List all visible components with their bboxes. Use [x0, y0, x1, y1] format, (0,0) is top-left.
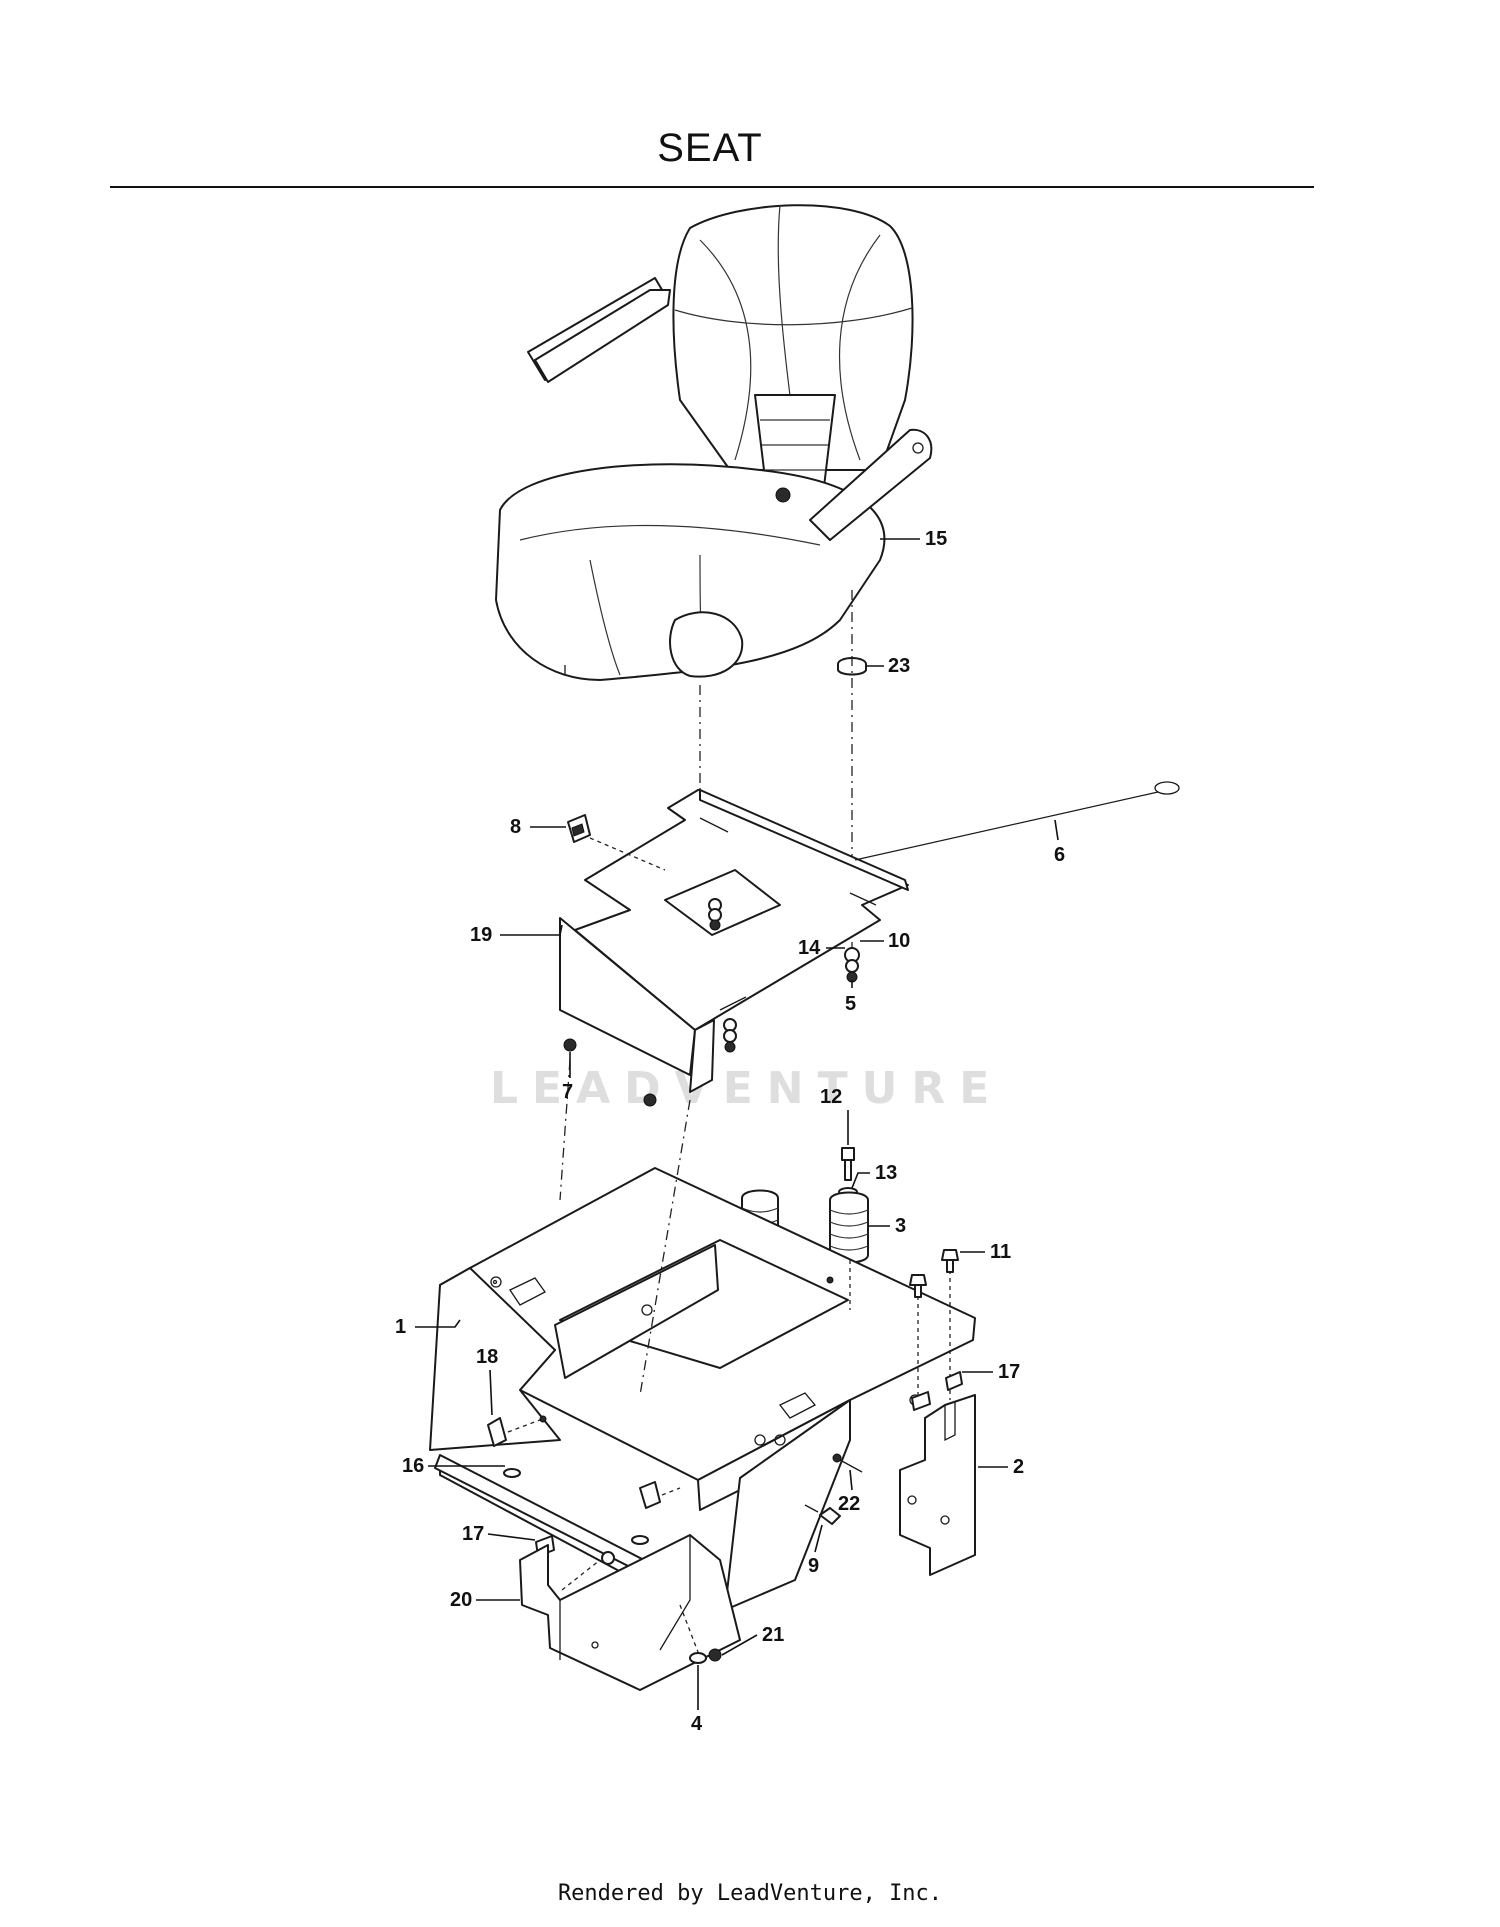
callout-6: 6 — [1054, 819, 1065, 866]
callout-4: 4 — [691, 1665, 703, 1735]
svg-text:21: 21 — [762, 1624, 784, 1646]
svg-text:23: 23 — [888, 655, 910, 677]
callout-13: 13 — [851, 1162, 897, 1189]
title-divider — [110, 186, 1314, 188]
callout-20: 20 — [450, 1589, 520, 1611]
svg-text:17: 17 — [462, 1523, 484, 1545]
callout-2: 2 — [978, 1456, 1024, 1478]
svg-text:9: 9 — [808, 1555, 819, 1577]
callout-22: 22 — [838, 1469, 860, 1515]
svg-text:7: 7 — [562, 1081, 573, 1103]
svg-text:4: 4 — [691, 1713, 703, 1735]
part-19-seat-plate — [559, 781, 1180, 1093]
svg-text:15: 15 — [925, 528, 947, 550]
part-8-latch — [567, 814, 666, 871]
callout-3: 3 — [868, 1215, 906, 1237]
svg-text:5: 5 — [845, 993, 856, 1015]
svg-text:2: 2 — [1013, 1456, 1024, 1478]
part-18-plugs — [487, 1415, 681, 1509]
callout-11: 11 — [960, 1241, 1011, 1263]
svg-text:18: 18 — [476, 1346, 498, 1368]
part-20-lower-bracket — [519, 1534, 741, 1691]
svg-text:14: 14 — [798, 937, 821, 959]
watermark-text: LEADVENTURE — [490, 1063, 1004, 1114]
svg-text:19: 19 — [470, 924, 492, 946]
callout-23: 23 — [866, 655, 910, 677]
callout-14: 14 — [798, 937, 845, 959]
callout-17a: 17 — [962, 1361, 1020, 1383]
callout-7: 7 — [562, 1052, 573, 1103]
svg-text:11: 11 — [990, 1241, 1011, 1263]
callout-9: 9 — [808, 1524, 823, 1577]
svg-text:3: 3 — [895, 1215, 906, 1237]
svg-text:12: 12 — [820, 1086, 842, 1108]
callout-18: 18 — [476, 1346, 498, 1416]
callout-21: 21 — [721, 1624, 784, 1656]
part-22-stud — [832, 1453, 863, 1473]
callout-1: 1 — [395, 1316, 461, 1338]
callout-10: 10 — [860, 930, 910, 952]
callout-17b: 17 — [462, 1523, 536, 1545]
seat-assembly — [495, 204, 933, 681]
callout-19: 19 — [470, 924, 563, 946]
svg-text:13: 13 — [875, 1162, 897, 1184]
callout-12: 12 — [820, 1086, 849, 1145]
callout-16: 16 — [402, 1455, 505, 1477]
part-4-washer-21-nut — [679, 1604, 722, 1664]
part-11-bolts — [909, 1249, 959, 1298]
svg-text:22: 22 — [838, 1493, 860, 1515]
callout-8: 8 — [510, 816, 566, 838]
svg-text:6: 6 — [1054, 844, 1065, 866]
svg-text:1: 1 — [395, 1316, 406, 1338]
part-12-bolt — [841, 1147, 855, 1181]
svg-text:10: 10 — [888, 930, 910, 952]
svg-text:20: 20 — [450, 1589, 472, 1611]
callout-5: 5 — [845, 980, 856, 1015]
svg-text:16: 16 — [402, 1455, 424, 1477]
svg-text:17: 17 — [998, 1361, 1020, 1383]
callout-15: 15 — [880, 528, 947, 550]
svg-text:8: 8 — [510, 816, 521, 838]
page-title: SEAT — [657, 126, 763, 170]
footer-credit: Rendered by LeadVenture, Inc. — [557, 1881, 943, 1906]
plate-hardware — [563, 898, 860, 1107]
part-9-bolt — [804, 1504, 841, 1525]
callout-labels: 1 2 3 4 5 6 7 8 9 10 11 12 13 14 15 16 1… — [395, 528, 1065, 1735]
part-2-side-bracket — [899, 1394, 976, 1576]
